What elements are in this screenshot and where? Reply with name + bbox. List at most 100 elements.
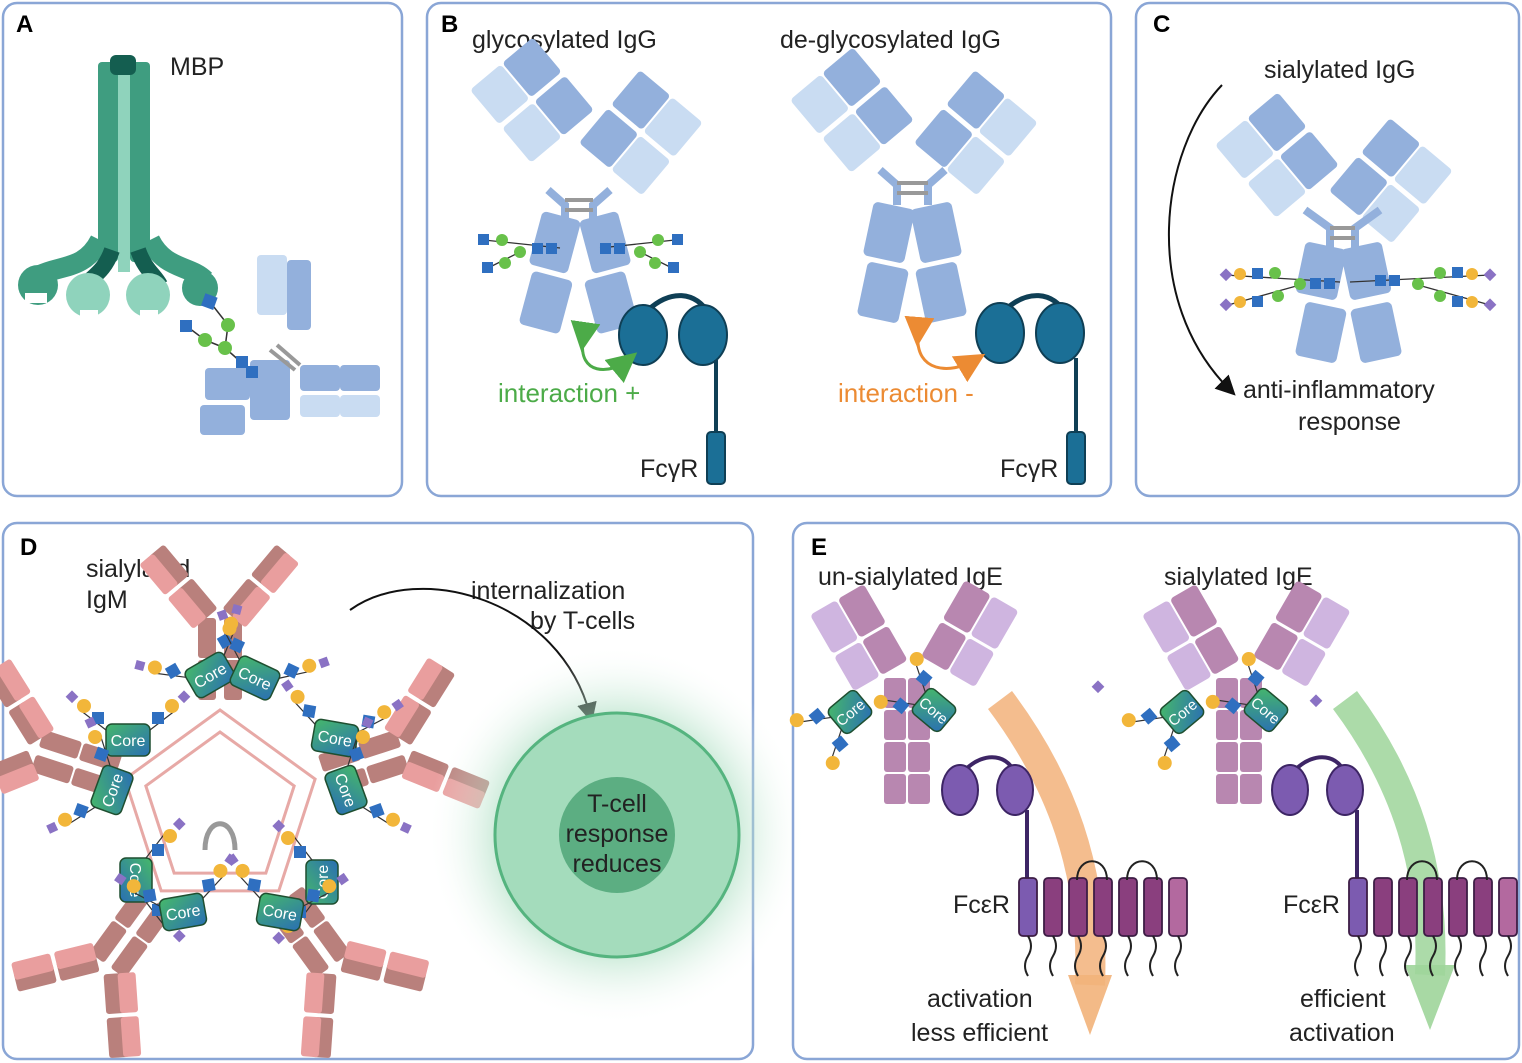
fcer-transmembrane	[1398, 877, 1418, 937]
ige-fab-left	[1143, 585, 1239, 690]
glcnac-residue	[302, 704, 317, 719]
igm-light-chain	[140, 554, 178, 595]
fcer-transmembrane	[1423, 877, 1443, 937]
glcnac-residue	[1140, 707, 1158, 725]
sialylated-ige-title: sialylated IgE	[1164, 563, 1313, 591]
fcer-tail	[1024, 935, 1032, 977]
igm-domain	[39, 730, 82, 759]
galactose-residue	[355, 730, 370, 745]
fcer-tail	[1429, 935, 1437, 977]
core-glycan: Core	[1121, 689, 1205, 771]
interaction-negative-arrow	[904, 315, 986, 383]
panel-a-border	[1, 1, 404, 498]
galactose-residue	[163, 829, 177, 843]
ige-light-chain	[950, 639, 994, 686]
galactose-residue	[789, 713, 804, 728]
ige-heavy-chain	[839, 585, 885, 637]
ige-fc-domain	[908, 774, 930, 804]
ige-light-chain	[1167, 643, 1211, 690]
igm-fab	[140, 545, 217, 628]
right-result-line2: activation	[1289, 1019, 1395, 1047]
glcnac-residue	[216, 632, 234, 650]
fcer-transmembrane	[1043, 877, 1063, 937]
core-label: Core	[261, 902, 298, 925]
igm-fab	[0, 750, 39, 794]
igm-light-chain	[261, 553, 299, 593]
fcer-left	[941, 755, 1188, 977]
core-glycan: Core	[216, 609, 330, 701]
right-result-line1: efficient	[1300, 985, 1386, 1013]
fcer-loop	[1126, 860, 1158, 881]
interaction-negative-label: interaction -	[838, 378, 974, 408]
panel-a: A MBP	[1, 1, 404, 498]
glcnac-residue	[294, 846, 306, 858]
ige-fc-domain	[1240, 774, 1262, 804]
fcer-tail	[1074, 935, 1082, 977]
fcer-tail	[1479, 935, 1487, 977]
sialic-residue	[391, 698, 404, 712]
deglycosylated-igg-title: de-glycosylated IgG	[780, 26, 1001, 54]
panel-a-glycan	[180, 293, 258, 378]
fcer-tail	[1454, 935, 1462, 977]
glcnac-residue	[283, 662, 300, 679]
fcer-tail	[1099, 935, 1107, 977]
fcer-transmembrane	[1498, 877, 1518, 937]
fcgr-right	[975, 293, 1086, 485]
sialylated-igg-title: sialylated IgG	[1264, 56, 1415, 84]
glcnac-residue	[808, 707, 826, 725]
core-glycan: Core	[134, 603, 243, 699]
galactose-residue	[1205, 694, 1220, 709]
igm-pentamer: CoreCoreCoreCoreCoreCoreCoreCoreCoreCore	[0, 545, 490, 1058]
sialic-residue	[216, 609, 229, 621]
panel-a-igg	[200, 255, 380, 435]
interaction-positive-label: interaction +	[498, 378, 640, 408]
ige-heavy-chain	[943, 581, 990, 633]
core-glycan: Core	[324, 716, 412, 834]
core-box	[1159, 689, 1205, 735]
sialic-residue	[114, 872, 127, 886]
core-box	[827, 689, 873, 735]
sialic-residue	[1091, 680, 1105, 694]
t-cell-nucleus	[559, 777, 675, 893]
ige-light-chain	[971, 597, 1018, 649]
core-box	[158, 892, 208, 932]
galactose-residue	[302, 658, 317, 673]
fcer-transmembrane	[1018, 877, 1038, 937]
core-box	[105, 723, 151, 757]
core-label: Core	[316, 728, 353, 751]
galactose-residue	[1121, 713, 1136, 728]
fcer-tail	[1049, 935, 1057, 977]
panel-c: C sialylated IgG	[1134, 1, 1521, 498]
fcer-tail	[1504, 935, 1512, 977]
igm-domain	[111, 936, 148, 978]
igm-domain	[313, 921, 350, 962]
igm-light-chain	[120, 1016, 142, 1057]
igm-light-chain	[408, 658, 443, 700]
igm-light-chain	[344, 941, 387, 968]
ige-fc-domain	[908, 742, 930, 772]
t-cell-text-line3: reduces	[573, 850, 662, 878]
fcer-loop	[1406, 860, 1438, 881]
glycosylated-igg-title: glycosylated IgG	[472, 26, 657, 54]
fcer-transmembrane	[1448, 877, 1468, 937]
core-glycan: Core	[1205, 651, 1289, 733]
sialic-residue	[177, 690, 191, 704]
igm-light-chain	[54, 943, 97, 969]
anti-inflammatory-line1: anti-inflammatory	[1243, 376, 1435, 404]
sialic-residue	[1309, 694, 1323, 708]
galactose-residue	[377, 705, 392, 720]
igm-domain	[31, 755, 74, 784]
ige-light-chain	[1282, 639, 1326, 686]
galactose-residue	[909, 651, 924, 666]
mbp-label: MBP	[170, 53, 224, 81]
fcer-transmembrane	[1473, 877, 1493, 937]
left-result-line1: activation	[927, 985, 1033, 1013]
core-glycan: Core	[226, 853, 349, 932]
fcer-transmembrane	[1068, 877, 1088, 937]
core-glycan: Core	[873, 651, 957, 733]
galactose-residue	[222, 621, 237, 636]
fcer-transmembrane	[1348, 877, 1368, 937]
fcer-tail	[1149, 935, 1157, 977]
ige-fc-domain	[884, 710, 906, 740]
